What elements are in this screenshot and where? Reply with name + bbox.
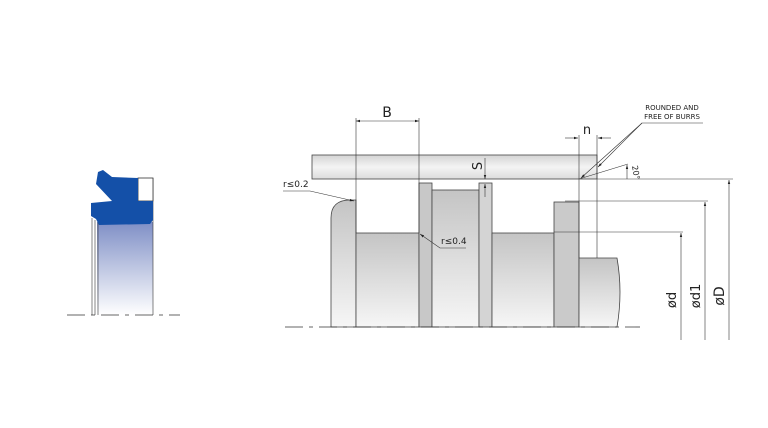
retaining-ring [478, 182, 493, 328]
housing-step [553, 201, 580, 328]
label-dia-d: ød [665, 292, 680, 308]
label-angle: 20° [630, 165, 641, 181]
rod [311, 154, 598, 180]
label-s: S [471, 162, 486, 170]
seal-lip [91, 170, 153, 225]
groove-bottom [355, 232, 420, 328]
seal-profile [67, 170, 180, 316]
label-dia-d1: ød1 [689, 284, 704, 308]
label-b: B [382, 105, 392, 121]
label-r02: r≤0.2 [283, 180, 309, 190]
label-dia-D: øD [712, 286, 728, 305]
label-n: n [583, 123, 591, 138]
note-line-1: ROUNDED AND [645, 104, 699, 112]
housing-section [431, 189, 480, 328]
label-r04: r≤0.4 [441, 237, 467, 247]
note-line-2: FREE OF BURRS [644, 113, 700, 121]
seal-backup-ring [137, 177, 154, 202]
rod-end [578, 257, 621, 328]
installation-view: B r≤0.2 r≤0.4 S n ROUNDED AND FREE OF BU… [283, 104, 733, 340]
groove-shoulder [418, 182, 433, 328]
housing-section [491, 232, 555, 328]
seal-shadow-gradient [97, 222, 153, 315]
housing-edge [330, 199, 357, 328]
